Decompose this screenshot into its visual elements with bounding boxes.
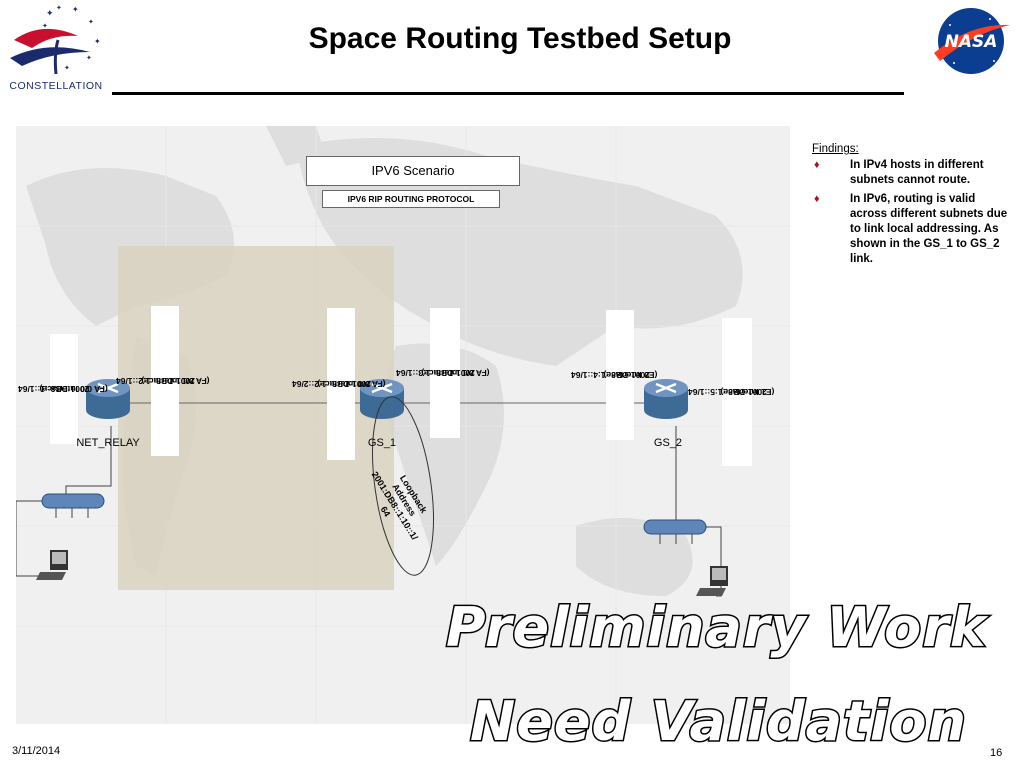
router-net-relay-icon[interactable] — [86, 379, 130, 419]
interface-label: 2001:DB8::1:2::1/64 (FA 0/1 Interface) — [116, 306, 209, 456]
constellation-logo: ✦ ✦ ✦ ✦ ✦ ✦ ✦ ✦ — [10, 4, 101, 75]
interface-label: 2001:DB8::1::1/64 (FA 0/0 Interface) — [18, 334, 108, 444]
interface-label: 2001:DB8::1:5::1/64 (E1 Interface) — [688, 318, 774, 466]
protocol-label: IPV6 RIP ROUTING PROTOCOL — [322, 190, 500, 208]
nasa-wordmark: NASA — [945, 32, 998, 52]
interface-label: 2001:DB8::1:3::1/64 (FA 0/1 Interface) — [396, 308, 489, 438]
constellation-wordmark: CONSTELLATION — [9, 80, 103, 92]
router-gs2-icon[interactable] — [644, 379, 688, 419]
nasa-logo: NASA — [934, 8, 1010, 74]
watermark-line-1: Preliminary Work — [445, 595, 988, 661]
page-number: 16 — [990, 747, 1003, 759]
svg-text:✦: ✦ — [94, 37, 101, 46]
findings-title: Findings: — [812, 143, 859, 155]
finding-item: ♦ In IPv4 hosts in different subnets can… — [814, 159, 984, 186]
svg-text:✦: ✦ — [42, 22, 48, 30]
page-title: Space Routing Testbed Setup — [308, 22, 732, 55]
title-divider — [112, 92, 904, 95]
scenario-title: IPV6 Scenario — [306, 156, 520, 186]
router-label-gs1: GS_1 — [367, 437, 397, 449]
ethernet-bus-left-icon — [41, 493, 105, 518]
network-diagram: 2001:DB8::1::1/64 (FA 0/0 Interface) 200… — [16, 126, 790, 724]
finding-item: ♦ In IPv6, routing is valid across diffe… — [814, 193, 1008, 265]
slide-date: 3/11/2014 — [12, 745, 61, 757]
diagram-canvas — [16, 126, 790, 724]
findings-panel: Findings: ♦ In IPv4 hosts in different s… — [812, 143, 1012, 271]
host-computer-right-icon — [696, 566, 728, 596]
router-label-net-relay: NET_RELAY — [76, 437, 140, 449]
interface-label: 2001:DB8::1:4::1/64 (E0 Interface) — [571, 310, 657, 440]
watermark-line-2: Need Validation — [469, 689, 968, 755]
interface-label: 2001:DB8::1:2::2/64 (FA 0/0 Interface) — [292, 308, 385, 460]
host-computer-left-icon — [36, 550, 68, 580]
loopback-ellipse — [372, 396, 434, 576]
svg-text:✦: ✦ — [72, 5, 79, 14]
diamond-bullet-icon: ♦ — [814, 193, 820, 205]
svg-text:✦: ✦ — [46, 8, 54, 18]
svg-text:✦: ✦ — [64, 64, 70, 72]
diamond-bullet-icon: ♦ — [814, 159, 820, 171]
svg-text:✦: ✦ — [88, 18, 94, 26]
svg-text:✦: ✦ — [56, 4, 62, 12]
router-label-gs2: GS_2 — [653, 437, 683, 449]
svg-text:✦: ✦ — [86, 54, 92, 62]
